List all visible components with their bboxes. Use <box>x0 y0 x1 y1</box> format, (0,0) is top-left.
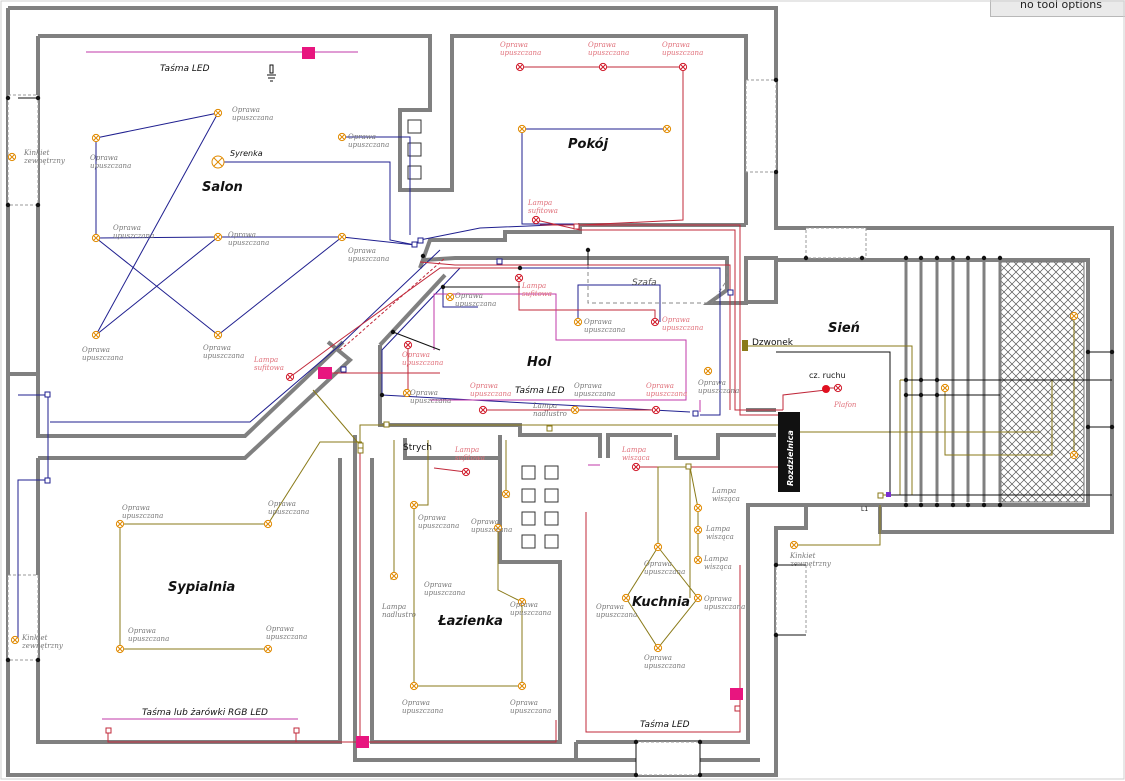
wall-openings <box>7 79 867 776</box>
led-strip-label-kuchnia: Taśma LED <box>640 719 690 730</box>
siren-icon <box>211 155 225 169</box>
motion-sensor-label: cz. ruchu <box>809 371 846 380</box>
connector-boxes-red <box>105 223 741 734</box>
connector-boxes <box>44 237 734 484</box>
distribution-board <box>778 412 800 492</box>
tool-options-tab[interactable]: no tool options <box>990 0 1125 17</box>
room-label-salon: Salon <box>202 180 243 195</box>
rgb-led-label: Taśma lub żarówki RGB LED <box>142 707 268 718</box>
room-label-lazienka: Łazienka <box>437 614 503 629</box>
cabinet-squares <box>407 119 559 549</box>
staircase <box>904 261 1085 503</box>
motion-sensor-dot <box>822 385 830 393</box>
room-label-kuchnia: Kuchnia <box>632 595 690 610</box>
led-strip-label-hol: Taśma LED <box>515 385 565 396</box>
ground-symbol-icon <box>267 64 276 82</box>
attic-label: Strych <box>403 443 432 453</box>
wiring-blue <box>17 112 721 640</box>
doorbell-label: Dzwonek <box>752 338 794 348</box>
room-label-hol: Hol <box>527 355 552 370</box>
ceiling-lamp-label: Plafon <box>833 401 857 409</box>
circuit-l1-label: L1 <box>861 506 868 513</box>
motion-sensor-box <box>886 492 891 497</box>
wardrobe-outline <box>587 265 728 304</box>
led-controllers <box>302 47 743 748</box>
room-label-sien: Sień <box>828 321 860 336</box>
room-label-pokoj: Pokój <box>568 137 609 152</box>
recessed-lamps <box>7 108 1079 691</box>
wardrobe-label: Szafa <box>632 278 657 288</box>
pendant-lamps <box>285 62 843 477</box>
led-strip-label-salon: Taśma LED <box>160 63 210 74</box>
distribution-board-label: Rozdzielnica <box>786 430 795 486</box>
room-label-sypialnia: Sypialnia <box>168 580 235 595</box>
siren-label: Syrenka <box>230 149 263 158</box>
junction-nodes <box>5 77 1115 778</box>
doorbell-block <box>742 340 748 351</box>
